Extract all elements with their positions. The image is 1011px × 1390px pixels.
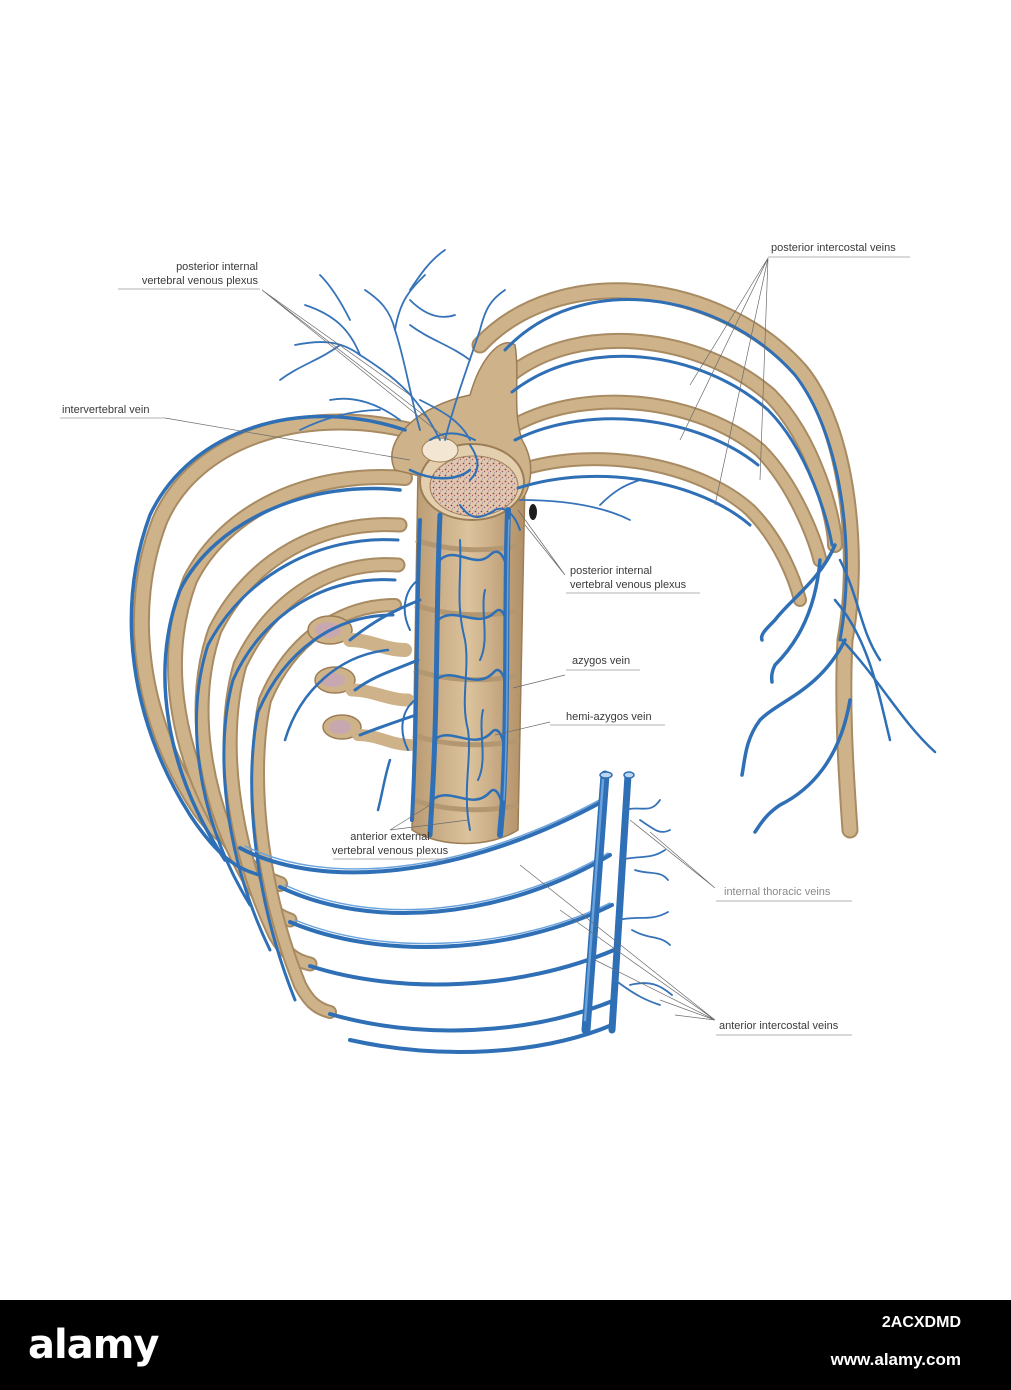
right-ribs [471, 282, 860, 839]
anterior-intercostal-veins-group [238, 797, 617, 1054]
right-rib-3 [507, 394, 828, 568]
label-anterior-intercostal-veins: anterior intercostal veins [719, 1020, 839, 1032]
label-posterior-internal-mid-1: posterior internal [570, 565, 652, 577]
label-azygos-vein: azygos vein [572, 655, 630, 667]
label-posterior-intercostal-veins: posterior intercostal veins [771, 242, 896, 254]
right-rib-2 [502, 332, 843, 553]
leader-lines [164, 257, 769, 1021]
internal-thoracic-veins-group [581, 770, 673, 1035]
watermark-banner: alamy 2ACXDMD www.alamy.com [0, 1300, 1011, 1390]
left-rib-1 [132, 413, 417, 854]
venous-anatomy-illustration: posterior internal vertebral venous plex… [60, 242, 937, 1054]
left-ribs [132, 413, 417, 1019]
right-posterior-intercostal-veins [503, 298, 937, 834]
label-posterior-internal-top-1: posterior internal [176, 261, 258, 273]
right-rib-1 [471, 282, 860, 839]
label-posterior-internal-top-2: vertebral venous plexus [142, 275, 259, 287]
posterior-branch-twigs [279, 249, 641, 521]
label-posterior-internal-mid-2: vertebral venous plexus [570, 579, 687, 591]
site-url-text: www.alamy.com [830, 1350, 961, 1369]
label-internal-thoracic-veins: internal thoracic veins [724, 886, 831, 898]
label-anterior-external-2: vertebral venous plexus [332, 845, 449, 857]
label-hemi-azygos-vein: hemi-azygos vein [566, 711, 652, 723]
annotation-labels: posterior internal vertebral venous plex… [60, 242, 910, 1036]
alamy-logo: alamy [28, 1322, 159, 1368]
azygos-vein-trunk [497, 507, 511, 838]
label-anterior-external-1: anterior external [350, 831, 430, 843]
right-rib-4 [513, 452, 807, 607]
spinal-canal [421, 437, 459, 463]
spinal-venous-plexus [348, 432, 521, 838]
image-id-text: 2ACXDMD [881, 1314, 961, 1331]
label-intervertebral-vein: intervertebral vein [62, 404, 149, 416]
left-posterior-intercostal-veins [129, 414, 407, 1002]
hemi-azygos-vein-trunk [427, 512, 443, 838]
